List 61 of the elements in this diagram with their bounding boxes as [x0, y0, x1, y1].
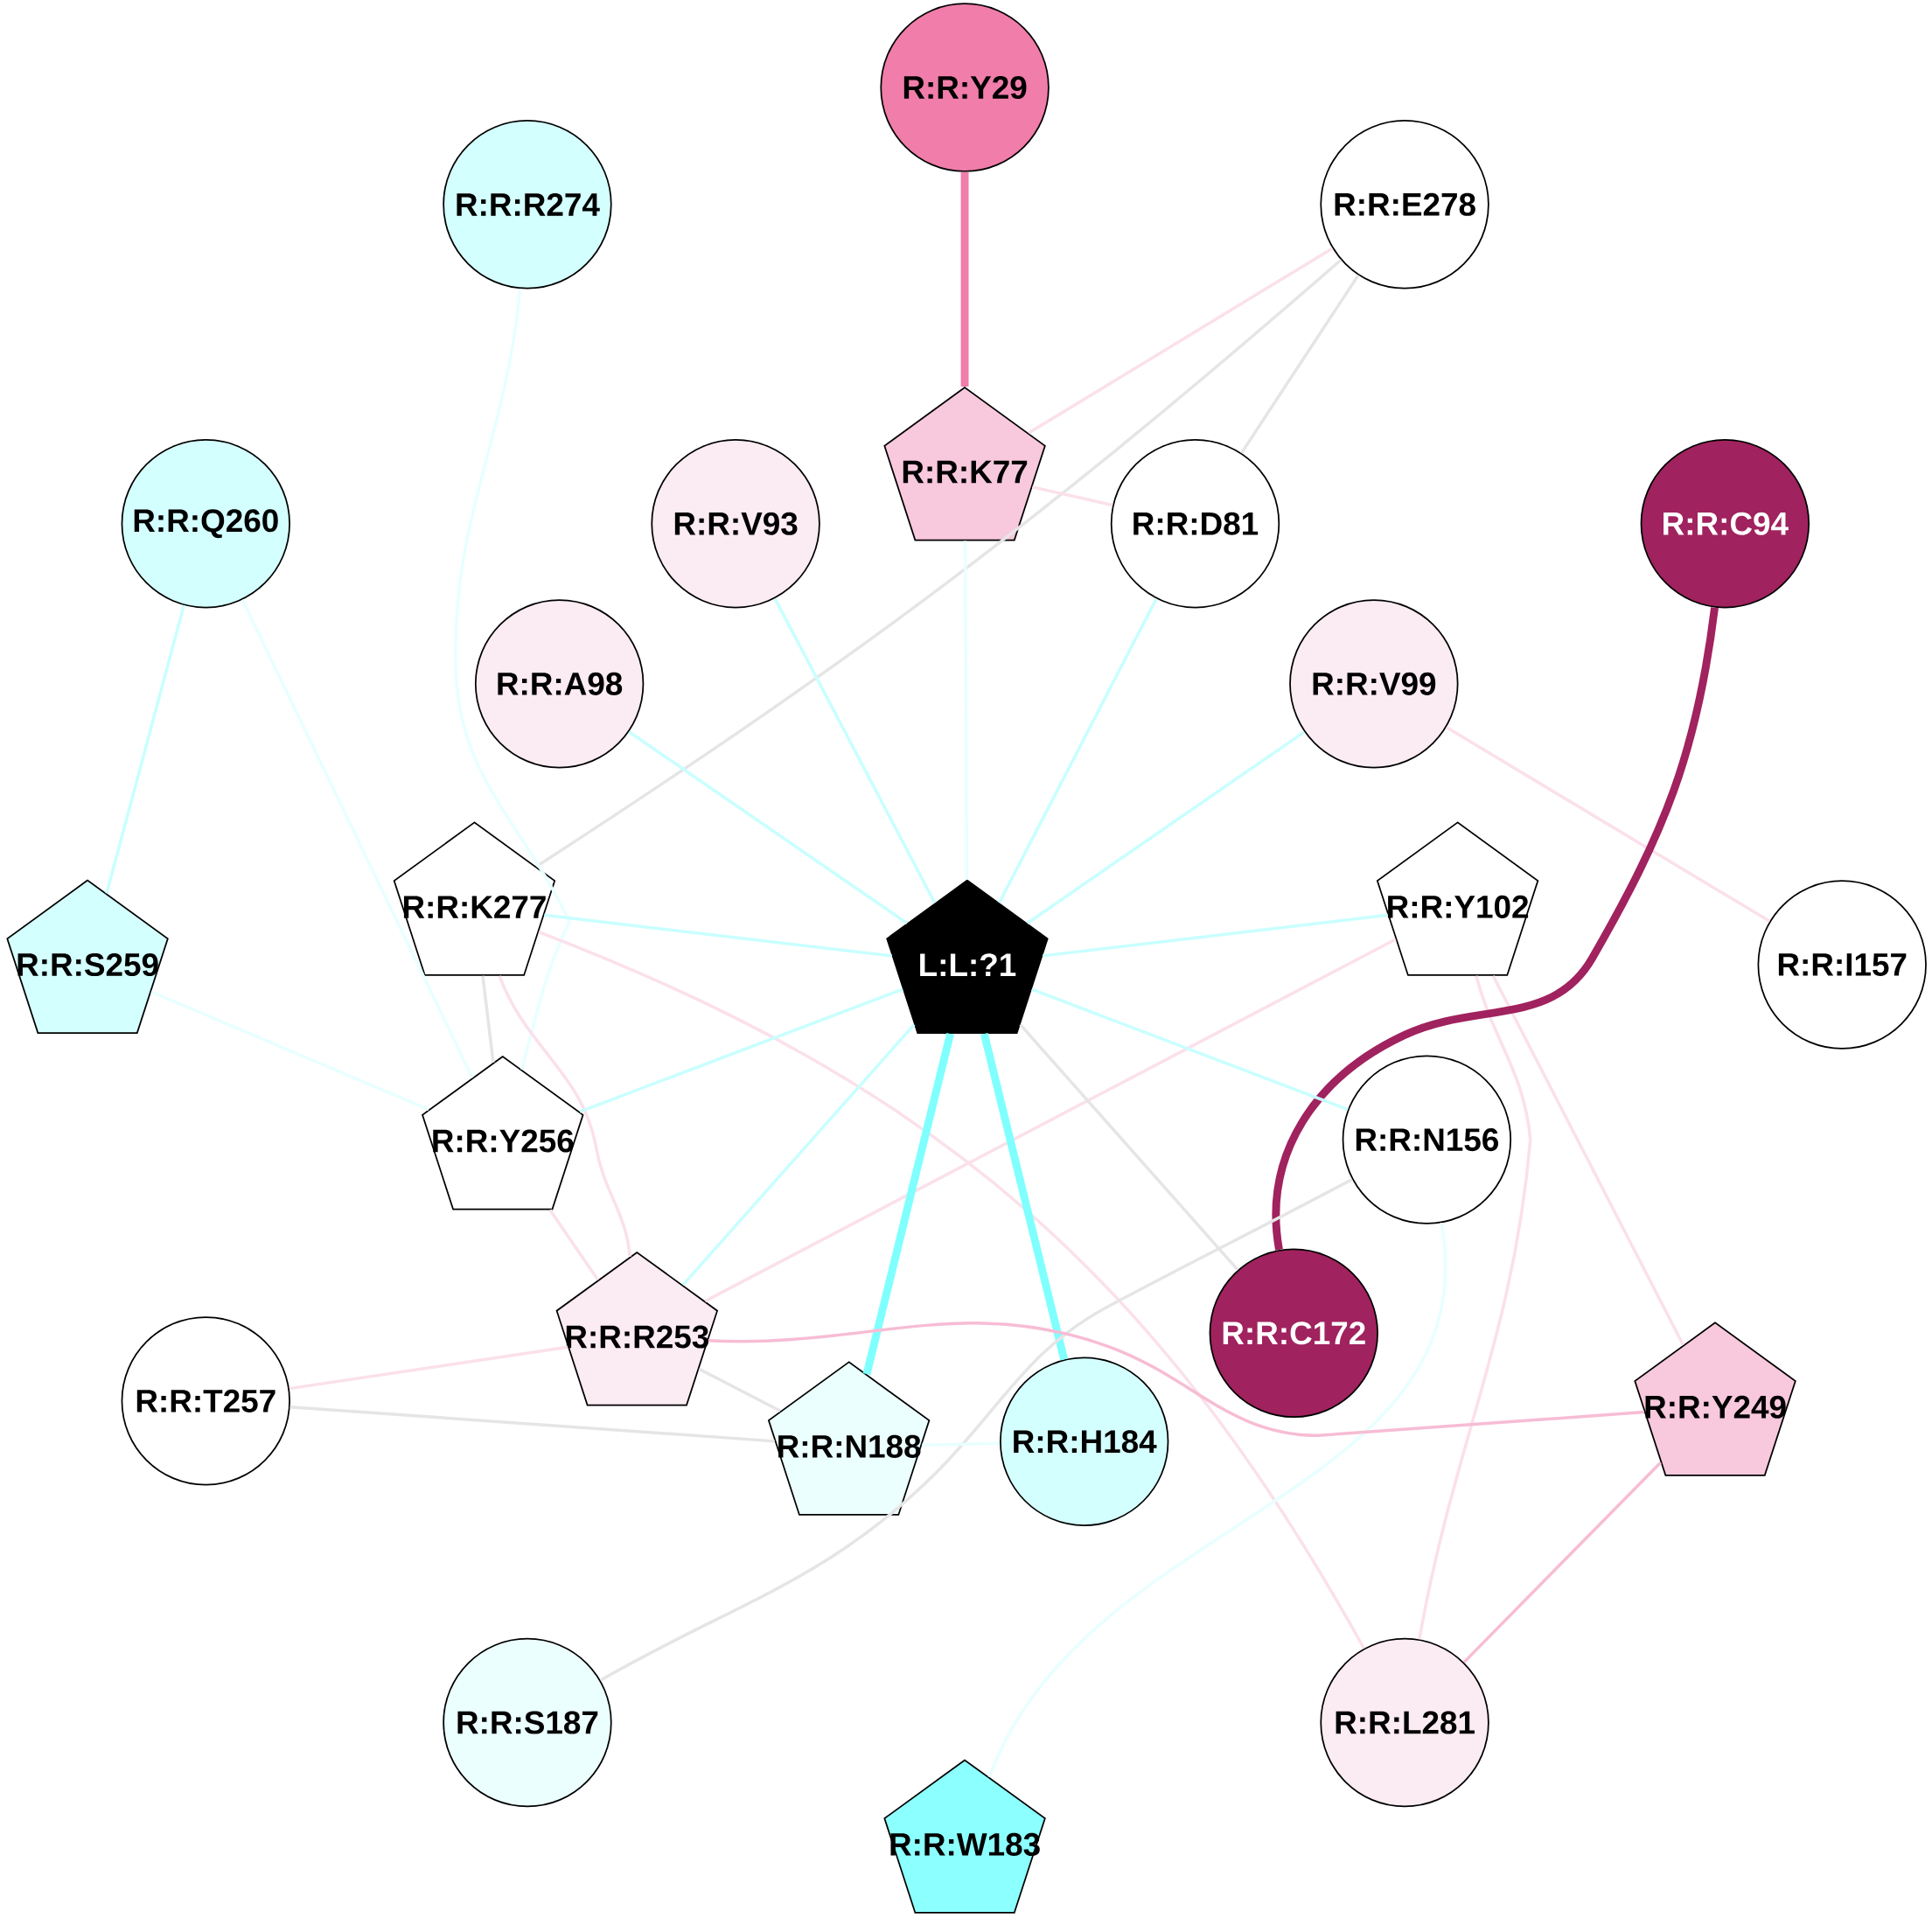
connector-line	[1418, 975, 1532, 1640]
connector-line	[241, 599, 474, 1078]
connector-line	[1240, 274, 1360, 454]
connector-line	[150, 990, 429, 1112]
connector-line	[681, 1023, 916, 1287]
connector-line	[1019, 1023, 1239, 1272]
connector-line	[544, 913, 892, 958]
circle-node: R:R:V93	[651, 439, 820, 609]
circle-node: R:R:A98	[474, 599, 645, 769]
pentagon-node: R:R:S259	[6, 879, 169, 1034]
connector-line	[538, 930, 1366, 1650]
circle-node: R:R:I157	[1757, 880, 1927, 1050]
circle-node: R:R:Q260	[121, 439, 290, 609]
connector-line	[1032, 485, 1113, 507]
circle-node: R:R:E278	[1320, 120, 1489, 289]
pentagon-node: R:R:Y249	[1634, 1322, 1796, 1476]
connector-line	[960, 171, 969, 387]
connector-line	[963, 541, 969, 880]
pentagon-node: R:R:K277	[393, 821, 556, 976]
connector-line	[1491, 975, 1685, 1346]
circle-node: R:R:D81	[1110, 439, 1280, 609]
pentagon-node: L:L:?1	[886, 879, 1049, 1034]
connector-line	[1031, 987, 1349, 1112]
connector-line	[922, 1441, 1001, 1447]
connector-line	[704, 938, 1397, 1303]
connector-line	[698, 1367, 781, 1412]
circle-node: R:R:C172	[1209, 1248, 1378, 1418]
circle-node: R:R:C94	[1640, 439, 1810, 609]
circle-node: R:R:S187	[443, 1637, 612, 1808]
connector-line	[987, 1223, 1447, 1778]
connector-line	[289, 1345, 568, 1391]
connector-line	[599, 1177, 1353, 1682]
connector-line	[548, 1209, 600, 1281]
connector-line	[862, 1032, 954, 1376]
connector-line	[481, 975, 495, 1064]
connector-line	[579, 987, 903, 1113]
pentagon-node: R:R:Y102	[1376, 821, 1539, 976]
circle-node: R:R:N156	[1342, 1055, 1512, 1224]
pentagon-node: R:R:N188	[767, 1361, 931, 1516]
circle-node: R:R:T257	[121, 1316, 290, 1486]
connector-line	[535, 258, 1343, 868]
connector-line	[998, 597, 1158, 903]
connector-line	[105, 604, 185, 894]
connector-line	[498, 975, 632, 1257]
connector-line	[980, 1032, 1068, 1361]
connector-line	[1043, 913, 1388, 958]
connector-line	[1462, 1461, 1662, 1663]
connector-line	[1026, 730, 1306, 924]
connector-line	[628, 730, 908, 924]
connector-line	[289, 1405, 775, 1443]
circle-node: R:R:R274	[443, 120, 612, 289]
connector-line	[1272, 607, 1719, 1251]
connector-line	[454, 288, 571, 1071]
circle-node: R:R:V99	[1289, 599, 1459, 769]
connector-line	[773, 597, 937, 904]
connector-line	[708, 1322, 1645, 1438]
circle-node: R:R:L281	[1320, 1637, 1489, 1808]
connector-line	[1028, 247, 1334, 435]
circle-node: R:R:Y29	[880, 3, 1050, 172]
connector-line	[1445, 726, 1771, 923]
circle-node: R:R:H184	[1000, 1357, 1169, 1526]
